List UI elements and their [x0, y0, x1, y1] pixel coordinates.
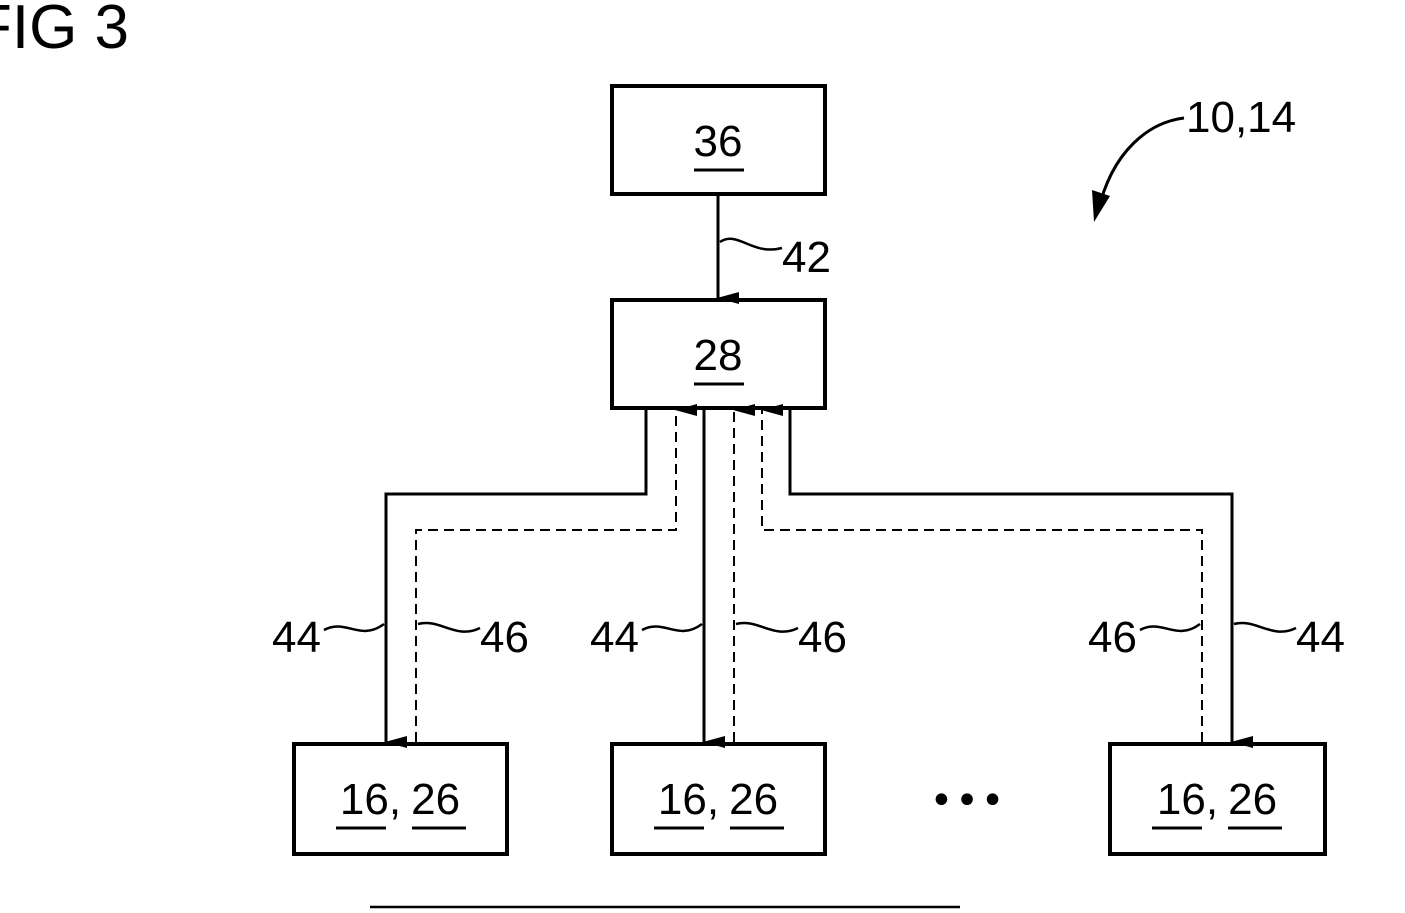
box-16-26-center-separator: , — [707, 775, 719, 824]
leader-44-left — [324, 624, 384, 631]
box-16-26-right-label-b: 26 — [1228, 775, 1277, 824]
label-44-right: 44 — [1296, 613, 1345, 662]
ellipsis: ••• — [930, 778, 1007, 824]
label-46-left: 46 — [480, 613, 529, 662]
system-reference-label: 10,14 — [1186, 93, 1296, 142]
leader-46-center — [736, 623, 798, 632]
box-16-26-center-label: 16,26 — [658, 775, 778, 824]
leader-44-center — [642, 624, 702, 631]
label-44-left: 44 — [272, 613, 321, 662]
box-36-label: 36 — [694, 117, 743, 166]
connection-42-leader — [720, 239, 782, 250]
figure-title: FIG 3 — [0, 0, 129, 62]
label-44-center: 44 — [590, 613, 639, 662]
box-16-26-left-label-a: 16 — [340, 775, 389, 824]
box-16-26-center-label-b: 26 — [729, 775, 778, 824]
leader-46-left — [418, 623, 480, 632]
box-16-26-right-label-a: 16 — [1157, 775, 1206, 824]
box-16-26-center-label-a: 16 — [658, 775, 707, 824]
connection-46-left — [416, 410, 676, 742]
box-16-26-left-label-b: 26 — [411, 775, 460, 824]
label-46-center: 46 — [798, 613, 847, 662]
box-16-26-right-label: 16,26 — [1157, 775, 1277, 824]
leader-44-right — [1234, 623, 1296, 632]
label-46-right: 46 — [1088, 613, 1137, 662]
connection-46-right — [762, 410, 1202, 742]
connection-44-right — [790, 410, 1232, 742]
connection-44-left — [386, 410, 646, 742]
box-16-26-left-label: 16,26 — [340, 775, 460, 824]
box-16-26-left-separator: , — [389, 775, 401, 824]
leader-46-right — [1140, 624, 1200, 631]
system-reference-leader — [1098, 118, 1184, 212]
connection-42-label: 42 — [782, 233, 831, 282]
box-16-26-right-separator: , — [1206, 775, 1218, 824]
system-reference-arrowhead — [1092, 190, 1110, 222]
box-28-label: 28 — [694, 331, 743, 380]
